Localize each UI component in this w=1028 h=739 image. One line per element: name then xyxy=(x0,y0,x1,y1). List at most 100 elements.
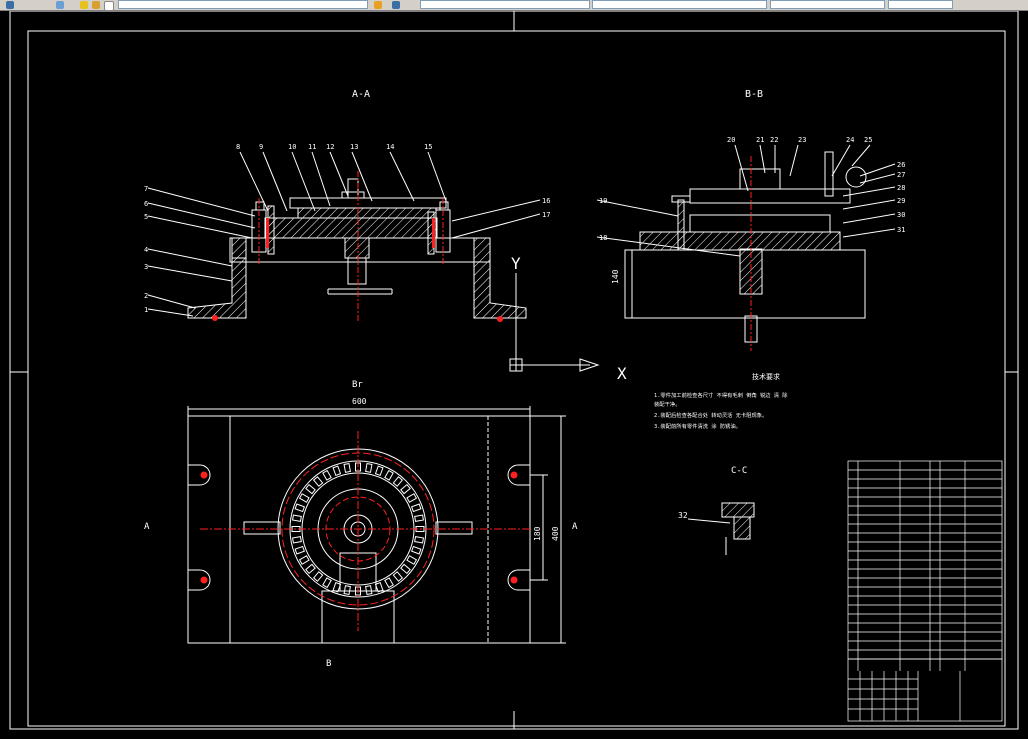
app-icon[interactable] xyxy=(6,1,14,9)
bb-callout-number: 20 xyxy=(727,136,735,144)
ring-slot xyxy=(374,582,384,593)
inner-sheet-border xyxy=(27,30,1006,727)
note-line: 1.零件加工前检查各尺寸 不得有毛刺 倒角 锐边 清 除 xyxy=(654,391,788,399)
lock-icon[interactable] xyxy=(92,1,100,9)
plan-dim-600-text: 600 xyxy=(352,397,367,406)
notes-lines: 1.零件加工前检查各尺寸 不得有毛刺 倒角 锐边 清 除 装配干净。 2.装配后… xyxy=(654,391,788,430)
note-line: 2.装配后检查各配合处 转动灵活 无卡阻现象。 xyxy=(654,411,767,419)
plan-dim-600 xyxy=(187,406,531,416)
bb-callout-number: 22 xyxy=(770,136,778,144)
detail-cc-callout: 32 xyxy=(678,511,688,520)
note-line: 3.装配前所有零件清洗 涂 防锈油。 xyxy=(654,422,741,430)
ring-slot xyxy=(291,536,302,544)
ucs-icon xyxy=(509,273,600,372)
aa-callout-number: 7 xyxy=(144,185,148,193)
bb-callout-number: 27 xyxy=(897,171,905,179)
section-aa-red-parts xyxy=(212,218,503,322)
sun-icon[interactable] xyxy=(80,1,88,9)
view-title-aa: A-A xyxy=(352,89,370,100)
aa-callout-number: 10 xyxy=(288,143,296,151)
dim-400-text: 400 xyxy=(551,526,560,541)
color-dropdown[interactable] xyxy=(420,0,590,9)
linetype-dropdown[interactable] xyxy=(592,0,767,9)
aa-callout-number: 8 xyxy=(236,143,240,151)
aa-callout-number: 5 xyxy=(144,213,148,221)
section-aa-view xyxy=(187,178,527,319)
bb-callout-number: 28 xyxy=(897,184,905,192)
section-mark-b-bottom: B xyxy=(326,659,331,669)
ring-slot xyxy=(343,462,351,473)
aa-callout-number: 1 xyxy=(144,306,148,314)
ring-slot xyxy=(322,469,332,481)
aa-callout-number: 14 xyxy=(386,143,394,151)
section-mark-a-left: A xyxy=(144,522,150,532)
ring-slot xyxy=(392,476,404,487)
ring-slot xyxy=(365,462,373,473)
ring-slot xyxy=(305,483,316,495)
layer-dropdown[interactable] xyxy=(118,0,368,9)
aa-callout-number: 3 xyxy=(144,263,148,271)
aa-callout-number: 12 xyxy=(326,143,334,151)
notes-title: 技术要求 xyxy=(752,372,780,381)
drawing-canvas[interactable]: A-A B-B xyxy=(0,10,1028,735)
aa-callout-number: 9 xyxy=(259,143,263,151)
bb-callout-number: 18 xyxy=(599,234,607,242)
ring-slot xyxy=(406,493,418,503)
ring-slot xyxy=(374,465,384,476)
aa-callout-number: 4 xyxy=(144,246,148,254)
ring-slot xyxy=(384,469,394,481)
bb-callout-number: 25 xyxy=(864,136,872,144)
ring-slot xyxy=(294,545,305,555)
note-line: 装配干净。 xyxy=(654,400,681,408)
aa-callout-number: 13 xyxy=(350,143,358,151)
ring-slot xyxy=(343,585,351,596)
ring-slot xyxy=(298,493,310,503)
aa-callout-number: 15 xyxy=(424,143,432,151)
ring-slot xyxy=(400,563,411,575)
bb-callout-number: 30 xyxy=(897,211,905,219)
dim-180-text: 180 xyxy=(533,526,542,541)
ring-slot xyxy=(414,514,425,522)
layer-previous-icon[interactable] xyxy=(392,1,400,9)
ring-slot xyxy=(400,483,411,495)
ring-slot xyxy=(312,476,324,487)
aa-callout-number: 6 xyxy=(144,200,148,208)
layer-properties-icon[interactable] xyxy=(374,1,382,9)
ring-slot xyxy=(384,577,394,589)
ring-slot xyxy=(294,503,305,513)
aa-callout-number: 16 xyxy=(542,197,550,205)
ring-slot xyxy=(414,536,425,544)
outer-sheet-border xyxy=(9,10,1019,730)
plan-dims-right xyxy=(530,415,566,644)
plotstyle-dropdown[interactable] xyxy=(888,0,953,9)
bom-table xyxy=(847,460,1003,722)
bb-callout-number: 29 xyxy=(897,197,905,205)
ring-slot xyxy=(322,577,332,589)
aa-callout-number: 2 xyxy=(144,292,148,300)
aa-callout-number: 11 xyxy=(308,143,316,151)
view-label-br: Br xyxy=(352,380,363,390)
layer-icon[interactable] xyxy=(56,1,64,9)
ring-slot xyxy=(392,571,404,582)
cad-toolbar xyxy=(0,0,1028,11)
bb-callout-number: 24 xyxy=(846,136,854,144)
ring-slot xyxy=(411,545,422,555)
section-aa-centerlines xyxy=(258,171,444,323)
color-swatch-icon[interactable] xyxy=(104,1,114,11)
lineweight-dropdown[interactable] xyxy=(770,0,885,9)
bb-callout-number: 19 xyxy=(599,197,607,205)
bb-callout-number: 23 xyxy=(798,136,806,144)
ring-slot xyxy=(411,503,422,513)
section-mark-a-right: A xyxy=(572,522,578,532)
bb-callout-number: 26 xyxy=(897,161,905,169)
bb-callout-number: 21 xyxy=(756,136,764,144)
ring-slot xyxy=(365,585,373,596)
ring-slot xyxy=(305,563,316,575)
ucs-y-label: Y xyxy=(511,254,521,273)
dim-140-text: 140 xyxy=(611,269,620,284)
ring-slot xyxy=(312,571,324,582)
ring-slot xyxy=(291,514,302,522)
view-title-bb: B-B xyxy=(745,89,763,100)
callout-leaders-bb xyxy=(596,144,896,257)
